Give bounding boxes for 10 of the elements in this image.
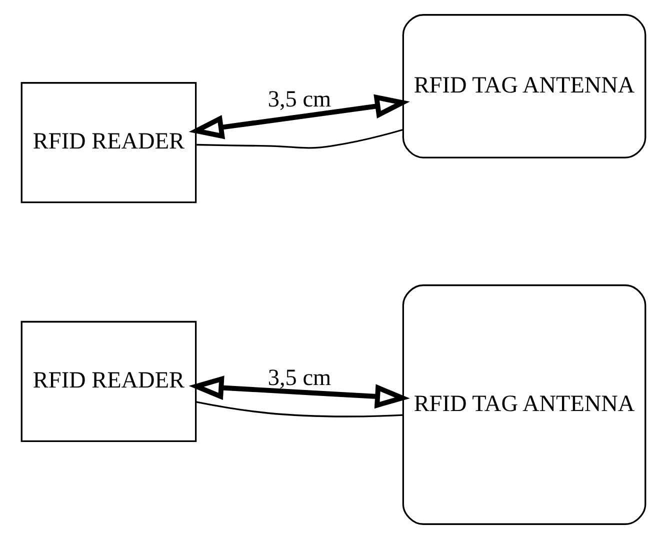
connector — [196, 128, 403, 149]
edge-label: 3,5 cm — [267, 86, 331, 112]
arrow — [188, 376, 410, 409]
node-box: RFID READER — [20, 320, 196, 442]
node-box: RFID TAG ANTENNA — [402, 14, 646, 158]
edge-label: 3,5 cm — [267, 365, 331, 392]
connector — [196, 401, 402, 418]
node-box: RFID READER — [20, 82, 196, 204]
arrow — [188, 94, 410, 140]
node-box: RFID TAG ANTENNA — [402, 284, 646, 525]
